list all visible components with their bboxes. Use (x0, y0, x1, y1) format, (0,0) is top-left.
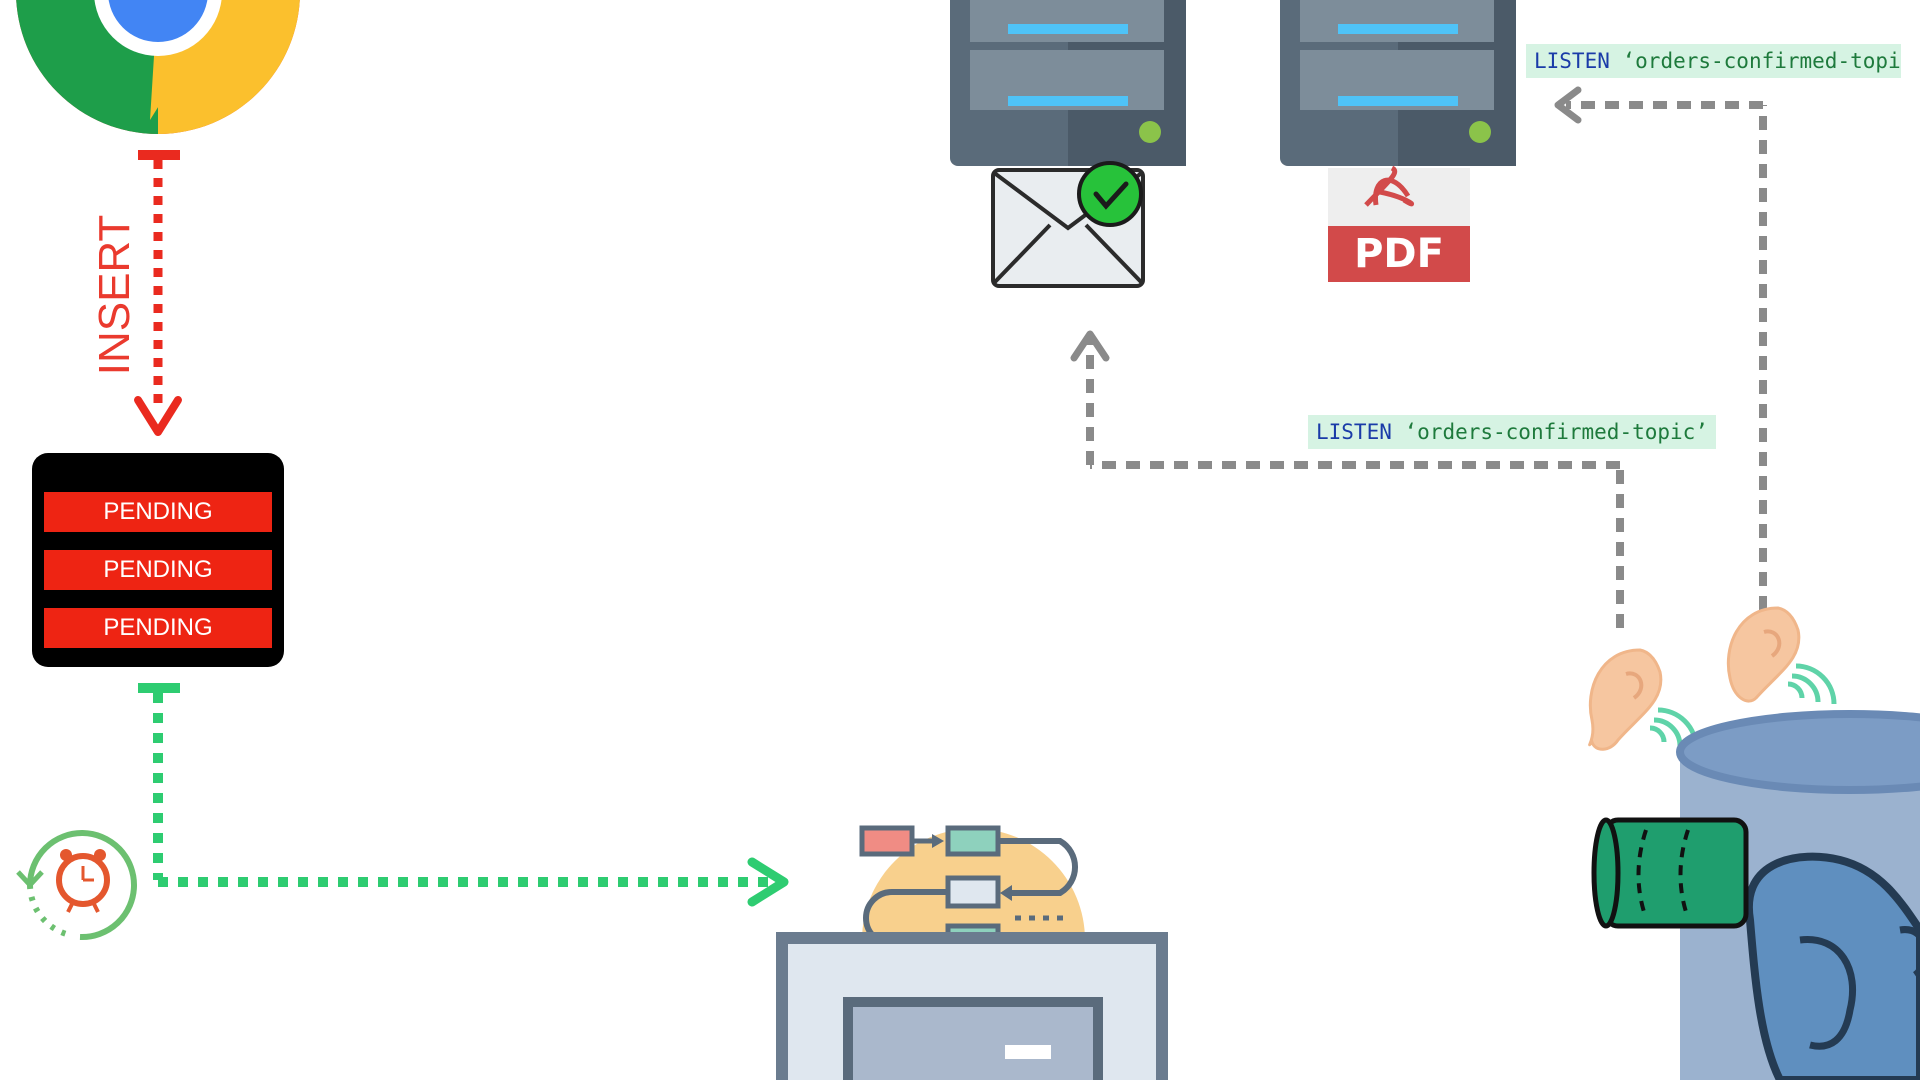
chrome-icon (16, 0, 300, 134)
pdf-server-icon (1280, 0, 1516, 166)
pending-order-row: PENDING (44, 550, 272, 590)
listen-keyword: LISTEN (1534, 49, 1610, 73)
insert-label: INSERT (90, 214, 139, 376)
listen-tag-pdf: LISTEN ‘orders-confirmed-topi (1526, 44, 1901, 78)
postgresql-database-icon (1591, 710, 1920, 1080)
pending-order-row: PENDING (44, 608, 272, 648)
ear-listening-icon (1726, 606, 1837, 705)
scheduled-job-arrow (138, 683, 789, 907)
listen-arrow-pdf (1554, 86, 1767, 610)
email-confirmed-icon (991, 161, 1145, 288)
insert-arrow (134, 150, 182, 436)
alarm-clock-icon (16, 830, 137, 941)
email-server-icon (950, 0, 1186, 166)
orders-table: PENDING PENDING PENDING (32, 453, 284, 667)
pdf-badge: PDF (1328, 226, 1470, 282)
pdf-file-icon (1328, 165, 1470, 230)
workflow-icon (776, 825, 1168, 1080)
pending-order-row: PENDING (44, 492, 272, 532)
listen-topic: ‘orders-confirmed-topi (1622, 49, 1901, 73)
listen-arrow-email (1070, 330, 1624, 628)
listen-tag-email: LISTEN ‘orders-confirmed-topic’ (1308, 415, 1716, 449)
listen-keyword: LISTEN (1316, 420, 1392, 444)
listen-topic: ‘orders-confirmed-topic’ (1404, 420, 1708, 444)
ear-listening-icon (1588, 648, 1699, 751)
